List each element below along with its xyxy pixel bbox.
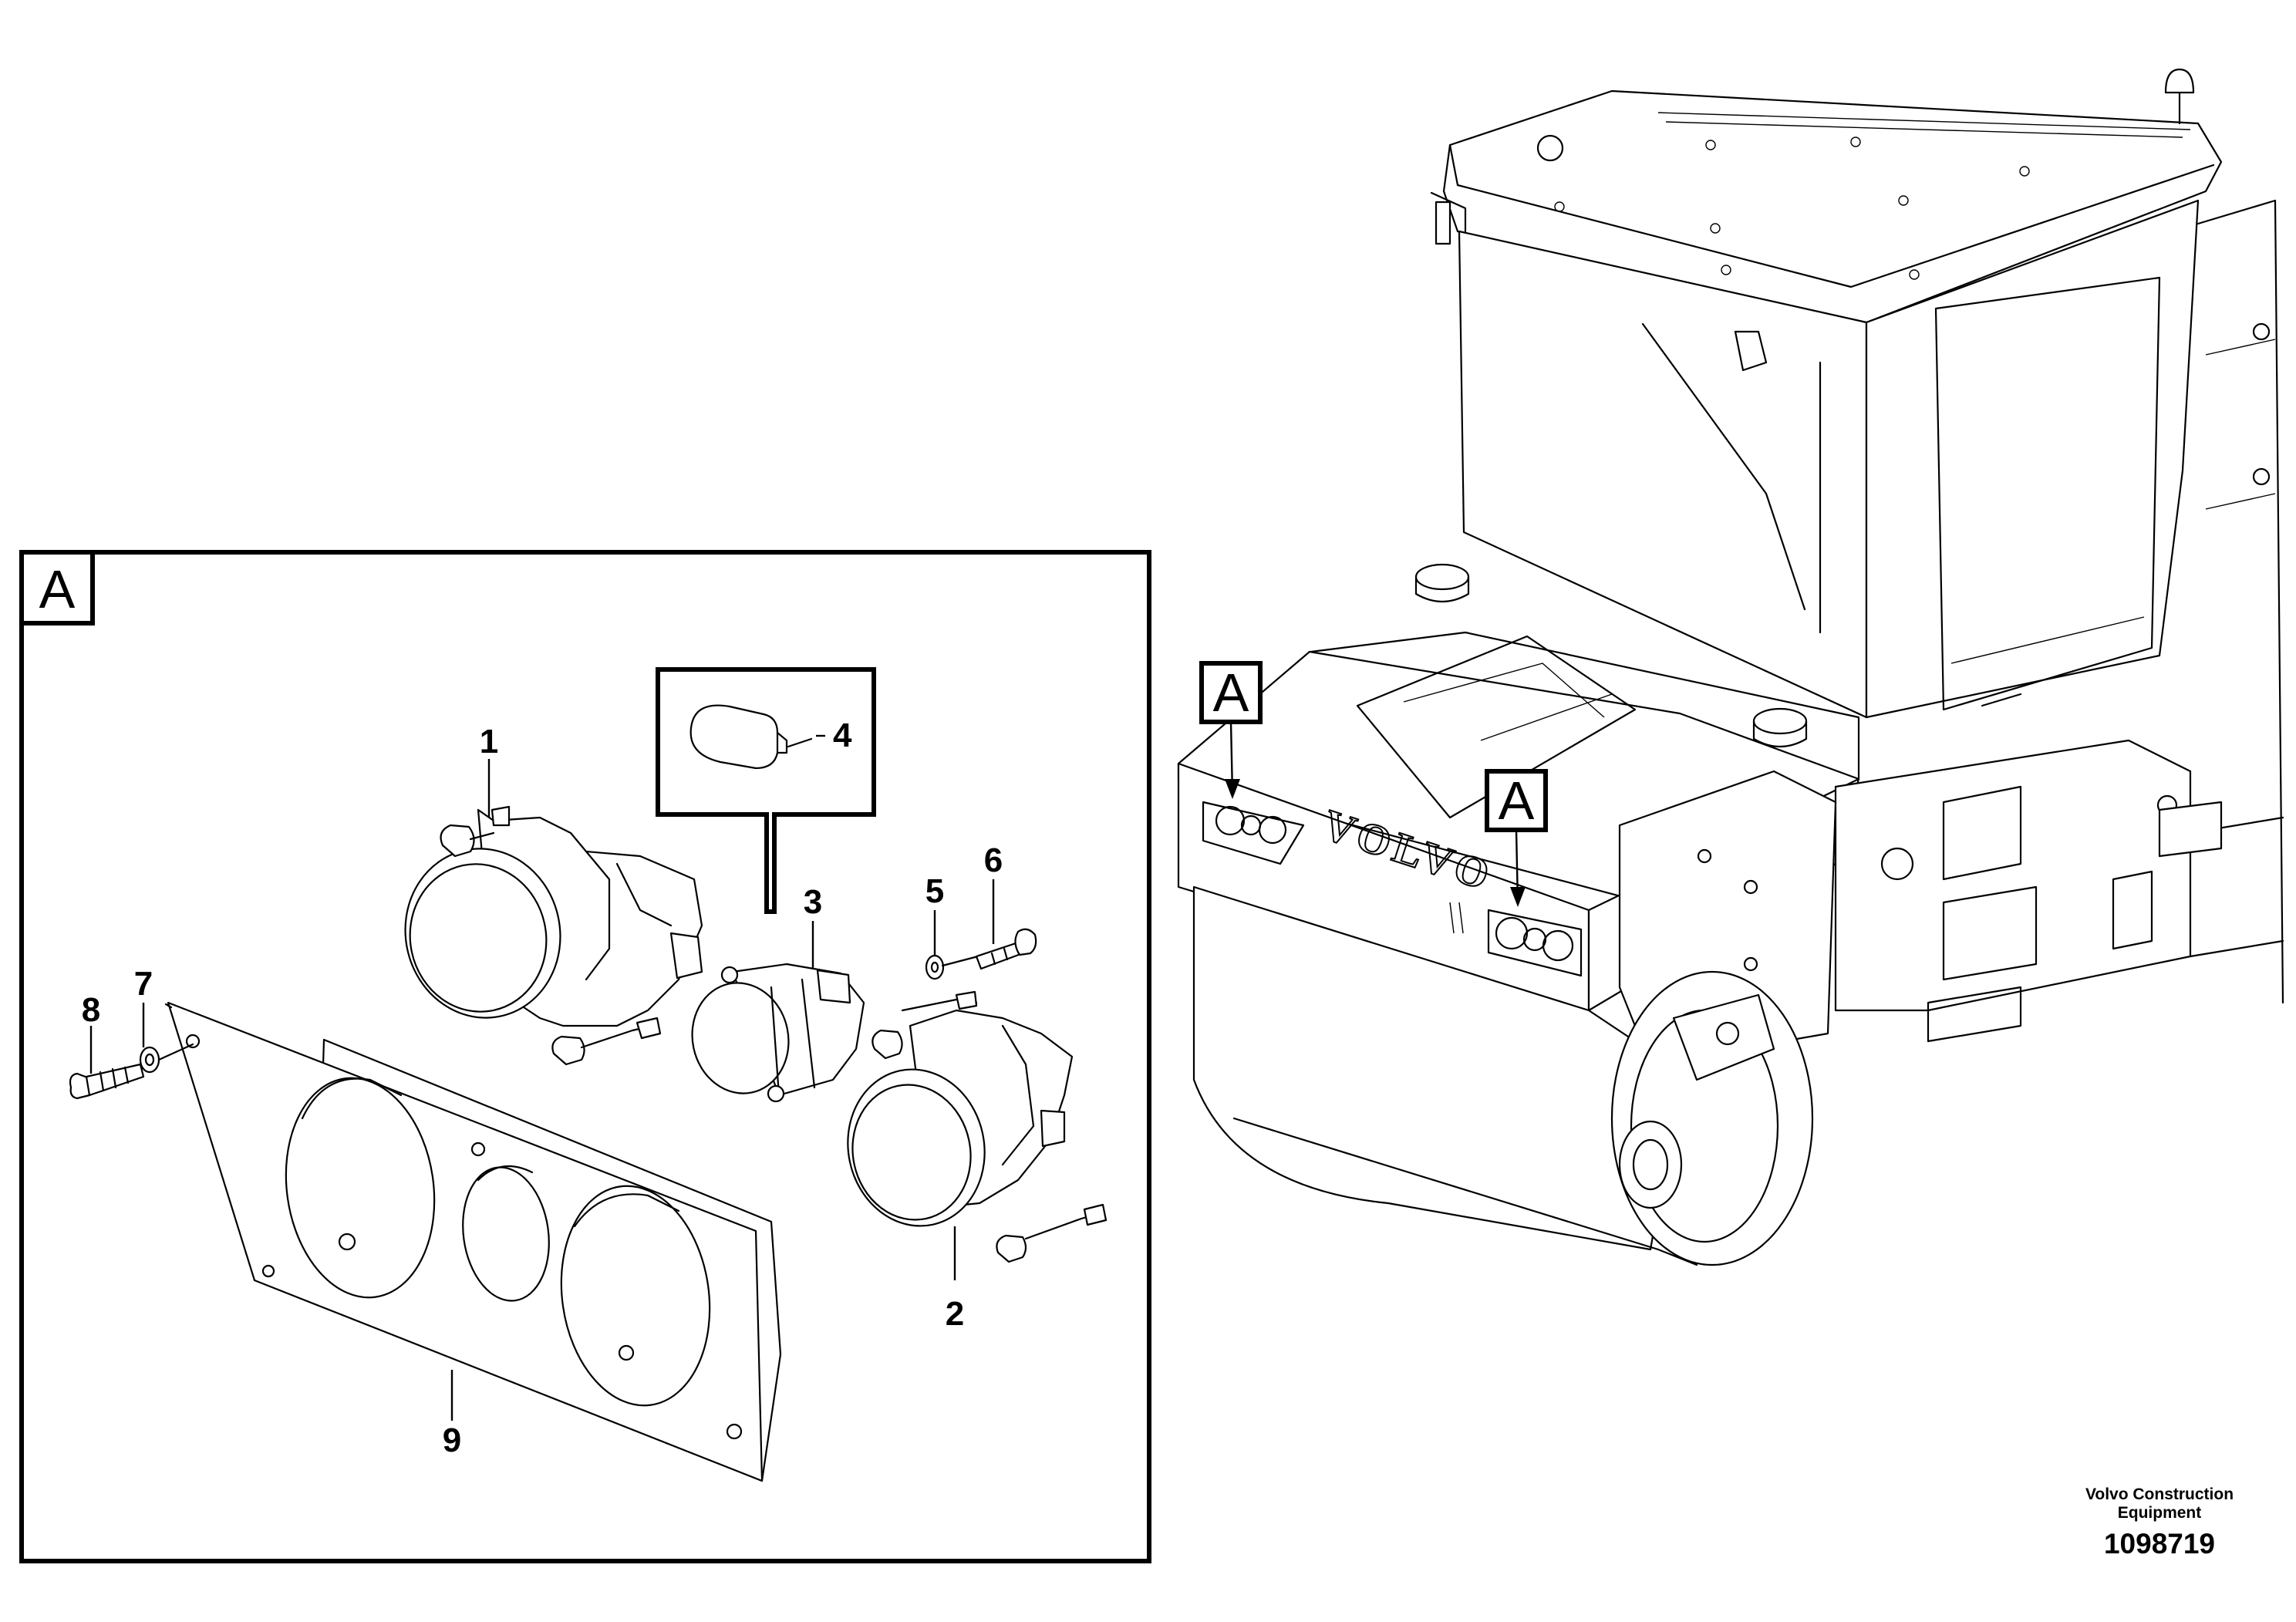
callout-3: 3 [804, 883, 822, 921]
credit-line-1: Volvo Construction [2085, 1485, 2234, 1503]
screw-part-6 [975, 928, 1037, 970]
callout-9: 9 [443, 1421, 461, 1459]
svg-text:A: A [1499, 771, 1535, 831]
callout-4: 4 [833, 717, 852, 754]
screw-part-8 [69, 1063, 145, 1100]
drawing-number: 1098719 [2104, 1528, 2215, 1560]
headlamp-cluster-right [1487, 909, 1583, 977]
headlamp-part-2 [847, 990, 1108, 1263]
machine-illustration: VOLVO [1177, 68, 2284, 1266]
credit-line-2: Equipment [2118, 1504, 2202, 1522]
detail-view-label: A [39, 559, 76, 619]
washer-part-7 [139, 1043, 194, 1074]
bulb-icon [689, 704, 779, 770]
headlamp-part-1 [404, 805, 703, 1066]
lamp-socket-part-3 [691, 963, 865, 1103]
callout-2: 2 [946, 1295, 964, 1333]
view-marker-a-right: A [1485, 769, 1548, 907]
callout-8: 8 [82, 991, 100, 1029]
view-marker-a-left: A [1199, 661, 1263, 799]
svg-text:A: A [1213, 663, 1249, 723]
callout-5: 5 [925, 872, 944, 910]
bulb-inset [656, 667, 876, 914]
callout-7: 7 [134, 965, 153, 1003]
leader-lines [89, 734, 995, 1421]
mounting-plate [164, 1001, 782, 1482]
drawing-credit: Volvo Construction Equipment 1098719 [2085, 1485, 2234, 1560]
detail-view-a: A [19, 550, 1151, 1563]
callout-1: 1 [480, 723, 498, 760]
callout-6: 6 [984, 841, 1003, 879]
